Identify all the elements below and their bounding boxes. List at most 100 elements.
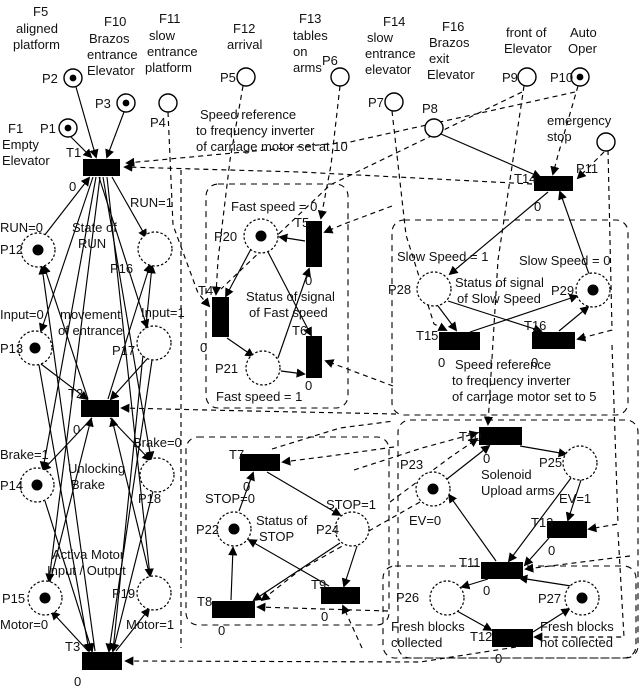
transition-T8 xyxy=(212,601,255,618)
annotation-text: EV=1 xyxy=(559,491,591,506)
annotation-text: elevator xyxy=(365,62,412,77)
arc xyxy=(38,265,96,652)
annotation-text: Activa Motor xyxy=(52,547,125,562)
place-P7 xyxy=(384,92,404,112)
annotation-text: front of xyxy=(506,25,547,40)
dashed-arc xyxy=(124,646,517,666)
transition-T6 xyxy=(306,336,322,378)
transition-delay-value: 0 xyxy=(548,543,555,558)
token-dot xyxy=(64,124,72,132)
token-dot xyxy=(427,483,439,495)
annotation-text: platform xyxy=(13,37,60,52)
place-P19 xyxy=(136,575,172,611)
arc xyxy=(109,358,148,401)
annotation-text: Motor=0 xyxy=(0,617,48,632)
arc xyxy=(38,364,93,653)
annotation-text: of Slow Speed xyxy=(457,291,541,306)
place-P18 xyxy=(139,457,175,493)
dashed-arc xyxy=(576,149,613,342)
place-label: P19 xyxy=(112,586,135,601)
annotation-text: Elevator xyxy=(427,67,475,82)
transition-label: T16 xyxy=(524,318,546,333)
arc xyxy=(115,607,151,652)
annotation-text: Elevator xyxy=(504,41,552,56)
annotation-text: Solenoid xyxy=(481,467,532,482)
solid-arcs-layer xyxy=(38,86,590,653)
arc xyxy=(252,542,341,602)
transition-delay-value: 0 xyxy=(531,355,538,370)
arc xyxy=(447,493,497,562)
annotation-text: EV=0 xyxy=(409,513,441,528)
annotation-text: not collected xyxy=(540,635,613,650)
transition-delay-value: 0 xyxy=(73,422,80,437)
place-label: P8 xyxy=(422,101,438,116)
arc xyxy=(507,477,572,563)
place-label: P3 xyxy=(95,96,111,111)
transition-T14 xyxy=(534,176,573,191)
place-label: P22 xyxy=(196,522,219,537)
place-label: P14 xyxy=(0,478,23,493)
annotation-text: Input=1 xyxy=(141,305,185,320)
annotation-text: of Fast speed xyxy=(249,305,328,320)
annotation-text: collected xyxy=(391,635,442,650)
transition-delay-value: 0 xyxy=(495,651,502,666)
annotation-text: Brake xyxy=(71,477,105,492)
place-P17 xyxy=(136,325,172,361)
annotation-text: Input / Output xyxy=(47,563,126,578)
token-dot xyxy=(29,342,41,354)
annotation-text: Brazos xyxy=(89,31,130,46)
annotation-text: emergency xyxy=(547,113,612,128)
transition-T11 xyxy=(481,562,523,579)
annotation-text: RUN=1 xyxy=(130,195,173,210)
annotation-text: arms xyxy=(293,60,322,75)
annotation-text: Elevator xyxy=(87,63,135,78)
arc xyxy=(247,539,330,587)
token-dot xyxy=(32,244,44,256)
place-label: P15 xyxy=(2,591,25,606)
token-dot xyxy=(69,74,77,82)
annotation-text: Auto xyxy=(570,25,597,40)
place-label: P20 xyxy=(214,229,237,244)
annotation-text: stop xyxy=(547,129,572,144)
annotation-text: F11 xyxy=(159,11,180,26)
arc xyxy=(518,574,572,587)
token-dot xyxy=(228,523,240,535)
annotation-text: Upload arms xyxy=(481,483,555,498)
annotation-text: Empty xyxy=(2,137,39,152)
transition-T7 xyxy=(240,454,280,471)
dashed-arc xyxy=(271,420,395,450)
arc xyxy=(469,293,579,333)
annotation-text: to frequency inverter xyxy=(452,373,571,388)
dashed-arc xyxy=(576,151,605,180)
place-label: P27 xyxy=(538,591,561,606)
arc xyxy=(267,251,312,337)
annotation-text: Fresh blocks xyxy=(540,619,614,634)
place-P26 xyxy=(429,580,465,616)
place-label: P6 xyxy=(322,53,338,68)
place-label: P1 xyxy=(40,121,56,136)
place-P5 xyxy=(236,67,256,87)
annotation-text: Fast speed = 1 xyxy=(216,389,302,404)
arc xyxy=(447,300,543,334)
transition-label: T1 xyxy=(66,145,81,160)
dashed-arc xyxy=(533,531,625,642)
transition-delay-value: 0 xyxy=(218,623,225,638)
arc xyxy=(519,445,568,458)
place-label: P10 xyxy=(550,70,573,85)
arc xyxy=(110,490,154,653)
arc xyxy=(39,176,97,471)
arc xyxy=(460,578,489,590)
place-P6 xyxy=(330,67,350,87)
subnet-group-box xyxy=(205,183,349,409)
arc xyxy=(102,176,155,461)
arc xyxy=(341,545,358,588)
annotation-text: of carriage motor set to 5 xyxy=(452,389,597,404)
subnet-group-box xyxy=(185,436,390,626)
arc xyxy=(105,359,153,653)
annotation-text: slow xyxy=(367,30,394,45)
arc xyxy=(111,176,147,239)
arc xyxy=(523,537,550,567)
token-dot xyxy=(255,230,267,242)
annotation-text: State of xyxy=(72,220,117,235)
